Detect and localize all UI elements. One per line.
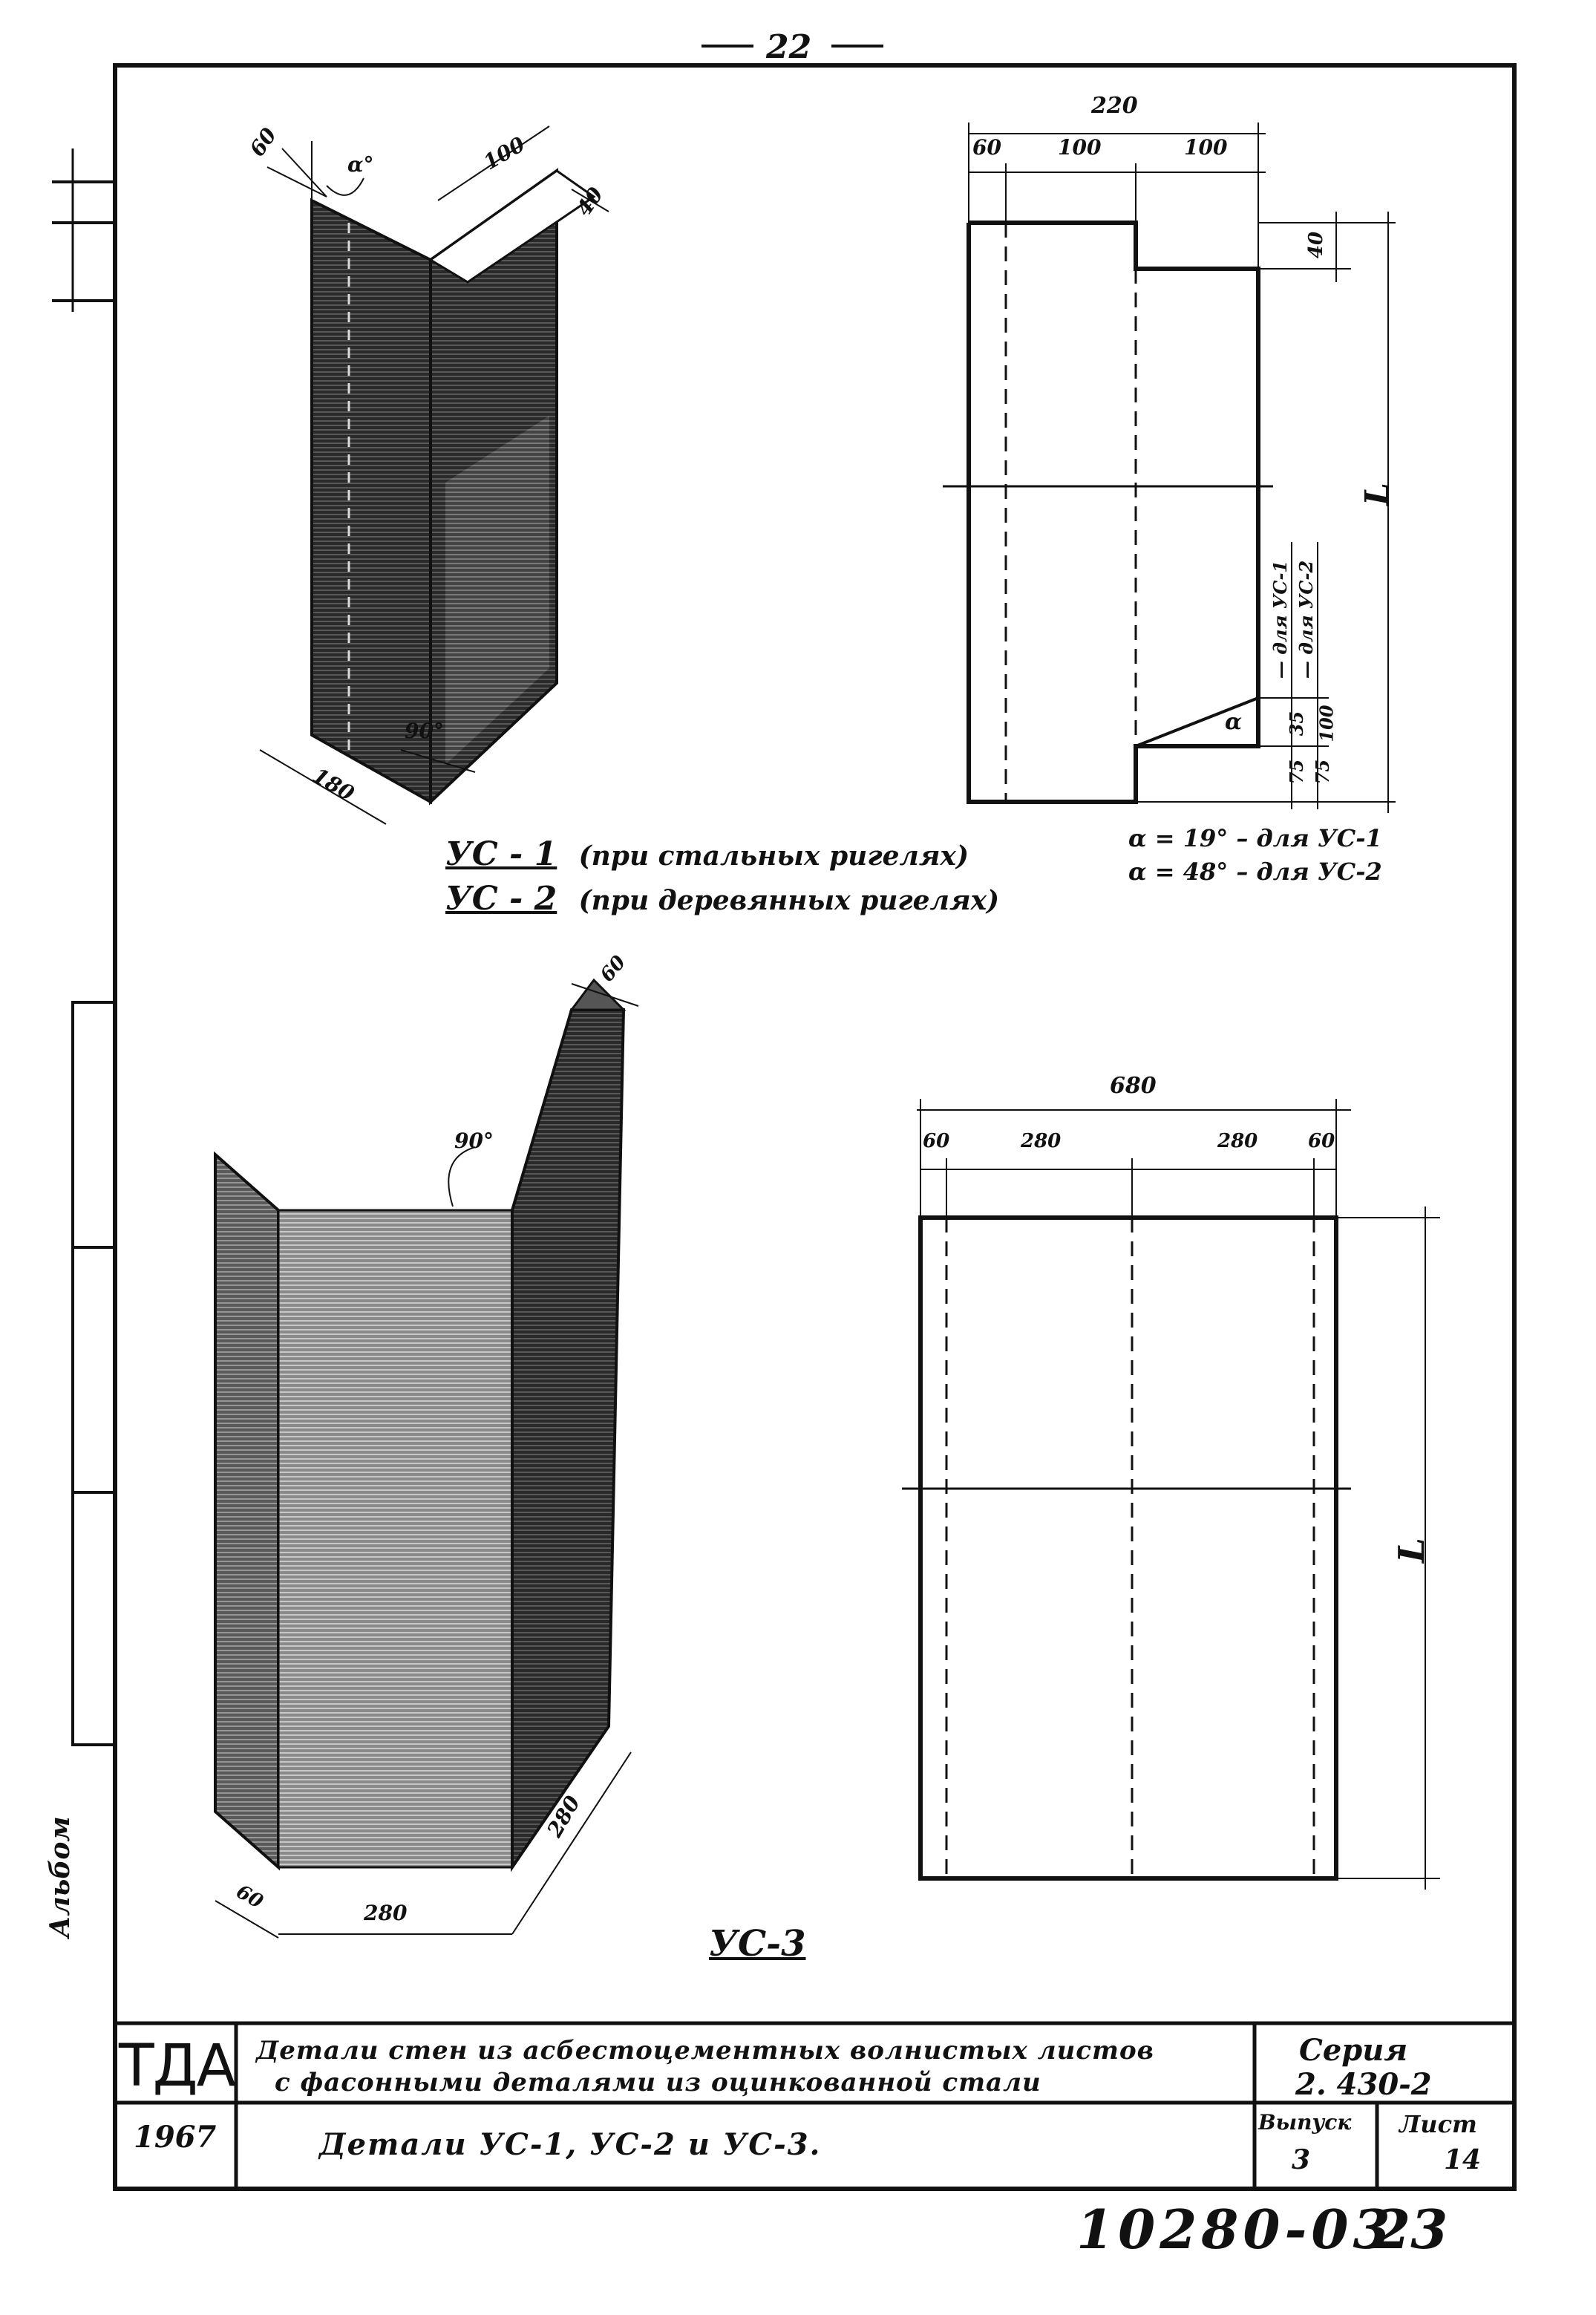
title-block-sheet-label: Лист [1399,2110,1477,2138]
title-block-year: 1967 [134,2120,217,2155]
uc1-flat-bottom-dim-1: 35 [1286,711,1308,737]
uc3-flat-dim-2: 280 [1217,1130,1258,1152]
uc3-iso-dim-mid: 280 [364,1901,408,1925]
caption-uc2: УС - 2 (при деревянных ригелях) [445,880,999,918]
uc1-flat-bottom-dim-0: 75 [1286,759,1308,785]
caption-uc2-mark: УС - 2 [445,880,557,918]
caption-uc1-text: (при стальных ригелях) [578,840,969,872]
footer-code: 10280-03 [1076,2198,1395,2261]
uc1-flat-top-step: 40 [1305,231,1328,259]
title-block-issue-value: 3 [1292,2144,1311,2175]
uc1-flat-bottom-dim-3: 100 [1315,705,1338,742]
uc1-flat-note-b: — для УС-2 [1295,560,1318,679]
uc1-iso-bottom-angle: 90° [405,719,444,743]
uc1-alpha-note-2: α = 48° – для УС-2 [1128,858,1382,886]
uc1-iso-angle: α° [347,152,374,177]
title-block-grid [115,2021,1514,2189]
uc3-flat-overall: 680 [1110,1073,1157,1099]
uc3-isometric-view [214,978,639,1939]
caption-uc1: УС - 1 (при стальных ригелях) [445,835,969,873]
title-block-series-label: Серия [1299,2033,1408,2068]
uc1-flat-dim-1: 100 [1058,135,1102,160]
uc3-flat-dim-0: 60 [923,1130,950,1152]
uc3-flat-dim-3: 60 [1308,1130,1335,1152]
side-stamp: Альбом [45,1816,76,1938]
uc1-flat-dim-2: 100 [1184,135,1228,160]
uc1-alpha-note-1: α = 19° – для УС-1 [1128,824,1382,852]
uc1-flat-note-a: — для УС-1 [1269,560,1292,679]
caption-uc1-mark: УС - 1 [445,835,557,873]
binding-margin [52,148,117,1746]
uc1-flat-dim-0: 60 [972,135,1001,160]
uc3-flat-pattern [902,1099,1440,1890]
title-block-issue-label: Выпуск [1258,2110,1352,2135]
title-block-sheet-value: 14 [1444,2144,1482,2175]
caption-uc3: УС-3 [709,1923,806,1965]
uc3-flat-dim-1: 280 [1021,1130,1062,1152]
title-block-title-line1: Детали стен из асбестоцементных волнисты… [256,2036,1154,2066]
footer-number: 23 [1373,2198,1448,2261]
title-block-org: ТДА [119,2033,236,2100]
uc1-flat-overall: 220 [1091,93,1138,119]
page-number: 22 [766,28,812,66]
uc3-iso-angle: 90° [454,1129,494,1153]
uc3-flat-length: L [1390,1538,1433,1563]
uc1-flat-bottom-dim-2: 75 [1312,759,1334,785]
title-block-series-value: 2. 430-2 [1295,2067,1432,2102]
title-block-subtitle: Детали УС-1, УС-2 и УС-3. [319,2127,822,2162]
uc1-flat-alpha: α [1225,709,1243,735]
uc1-flat-length: L [1358,483,1396,506]
caption-uc2-text: (при деревянных ригелях) [578,885,1000,916]
uc1-flat-pattern [943,123,1396,813]
uc1-isometric-view [259,125,609,825]
title-block-title-line2: с фасонными деталями из оцинкованной ста… [275,2068,1041,2097]
